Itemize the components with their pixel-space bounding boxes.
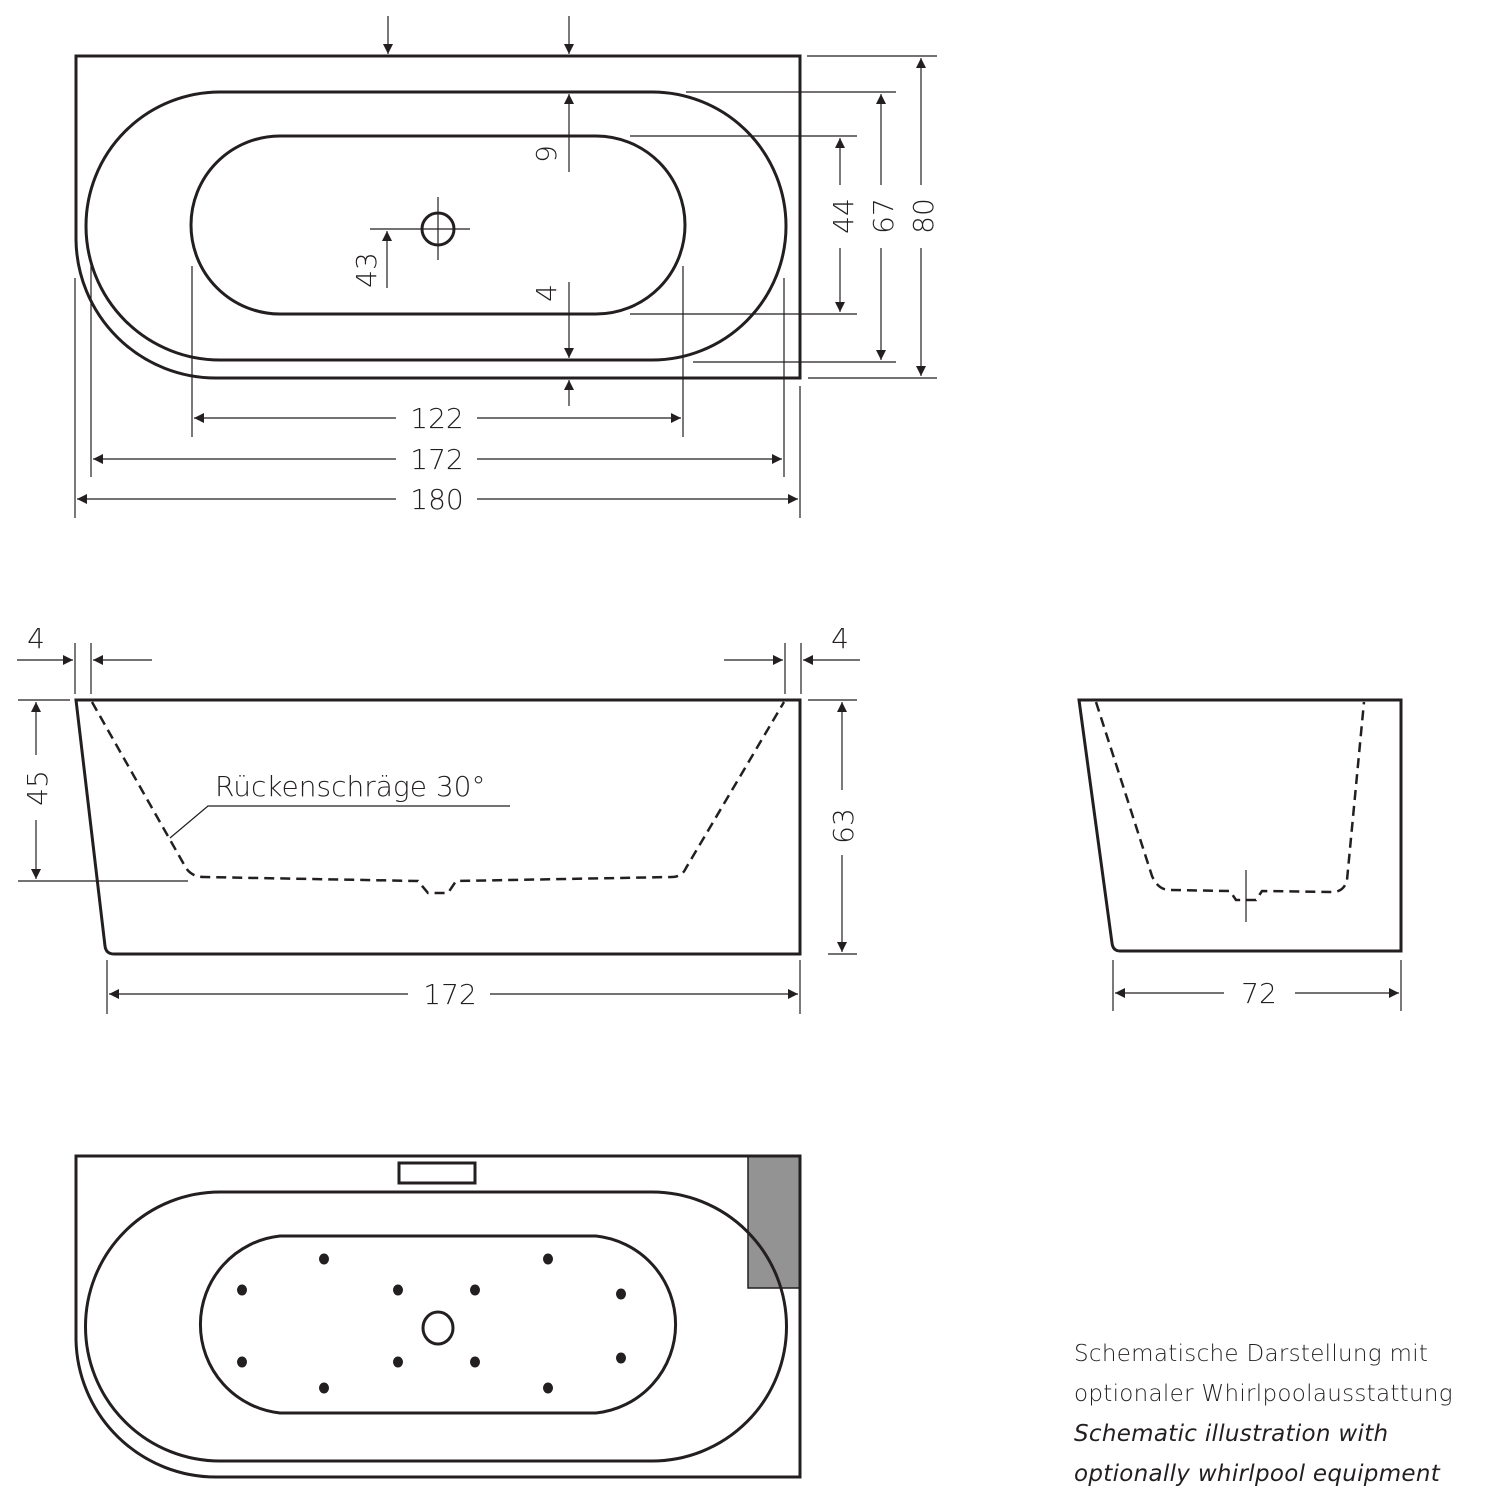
jet-icon <box>319 1382 329 1394</box>
annotation-back-slope: Rückenschräge 30° <box>215 770 485 803</box>
jet-icon <box>237 1356 247 1368</box>
dim-length-inner-rim: 172 <box>410 443 463 476</box>
note-en-line1: Schematic illustration with <box>1074 1421 1389 1447</box>
side-basin-dashed <box>90 701 786 895</box>
note-de-line1: Schematische Darstellung mit <box>1074 1341 1429 1367</box>
note-en-line2: optionally whirlpool equipment <box>1074 1461 1441 1487</box>
side-view: 4 4 45 63 Rückenschräge 30° 172 <box>17 622 860 1014</box>
tub-outline <box>74 54 802 380</box>
dim-rim-offset-top: 9 <box>530 145 563 163</box>
dim-depth-inner: 45 <box>21 770 54 806</box>
dim-base-width: 72 <box>1241 977 1277 1010</box>
rim-oval <box>84 90 788 362</box>
dim-rim-right: 4 <box>831 622 849 655</box>
jet-icon <box>616 1352 626 1364</box>
whirlpool-view <box>74 1154 802 1479</box>
end-view: 72 <box>1077 698 1403 1011</box>
whirlpool-tub-outline <box>74 1154 802 1479</box>
jet-icon <box>470 1284 480 1296</box>
end-outline <box>1077 698 1403 953</box>
dim-base-length: 172 <box>423 978 476 1011</box>
dim-width-inner-rim: 67 <box>867 198 900 234</box>
dim-height-overall: 63 <box>827 808 860 844</box>
dim-length-overall: 180 <box>410 483 463 516</box>
dim-width-inner-bottom: 44 <box>827 198 860 234</box>
whirlpool-basin-oval <box>198 1234 678 1415</box>
dim-drain-offset: 43 <box>350 252 383 288</box>
whirlpool-rim-oval <box>84 1190 788 1463</box>
jet-icon <box>237 1284 247 1296</box>
dim-rim-offset-bottom: 4 <box>530 284 563 302</box>
drain-icon <box>421 1310 455 1346</box>
jet-icon <box>543 1253 553 1265</box>
note-de-line2: optionaler Whirlpoolausstattung <box>1074 1381 1453 1407</box>
jet-icon <box>470 1356 480 1368</box>
dim-width-overall: 80 <box>907 198 940 234</box>
schematic-note: Schematische Darstellung mit optionaler … <box>1074 1334 1453 1494</box>
end-basin-dashed <box>1094 701 1366 902</box>
top-view: 9 4 43 44 67 80 1 <box>74 16 940 518</box>
jet-icon <box>319 1253 329 1265</box>
jet-icon <box>393 1284 403 1296</box>
jet-icon <box>616 1288 626 1300</box>
side-outline <box>74 698 802 956</box>
dim-rim-left: 4 <box>27 622 45 655</box>
jet-icon <box>543 1382 553 1394</box>
dim-length-inner-bottom: 122 <box>410 402 463 435</box>
jets <box>237 1253 626 1394</box>
basin-oval <box>189 134 687 316</box>
overflow-icon <box>397 1161 477 1185</box>
control-panel <box>748 1156 800 1288</box>
jet-icon <box>393 1356 403 1368</box>
